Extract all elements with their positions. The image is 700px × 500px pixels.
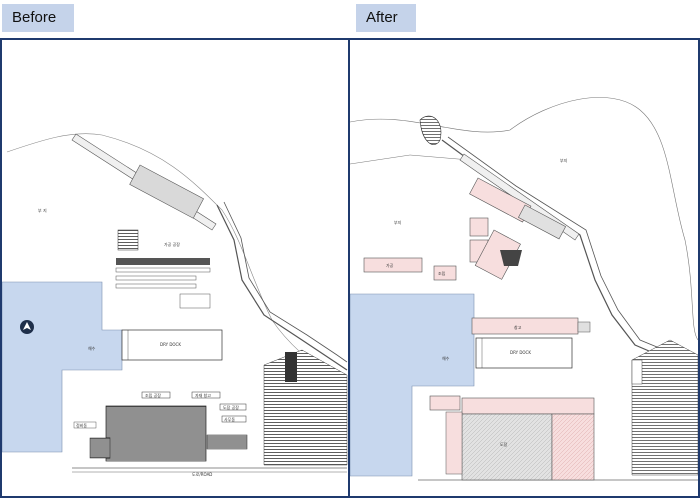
after-bldg-d-label: 도장 [500, 441, 508, 447]
after-long-hall [471, 317, 579, 335]
after-tab-label: After [356, 4, 416, 32]
before-bldg-f [73, 421, 97, 429]
compass-icon [20, 320, 34, 334]
after-site-plan: 해수 가공 조립 부지 부지 창고 DRY DOCK [350, 97, 698, 481]
before-area-label: 부 지 [38, 207, 47, 213]
before-striped-block [117, 229, 139, 251]
before-bldg-e [221, 415, 247, 423]
after-dry-dock-label: DRY DOCK [510, 350, 531, 355]
after-water-label: 해수 [442, 355, 450, 361]
before-bldg-d [219, 403, 247, 411]
before-bldg-c [191, 391, 221, 399]
before-water-label: 해수 [88, 345, 96, 351]
after-bldg-a-label: 가공 [386, 262, 394, 268]
after-area-n-label: 부지 [560, 157, 568, 163]
after-water-area [350, 293, 475, 477]
after-bldg-c-label: 창고 [514, 324, 522, 330]
after-site-plan-panel: 해수 가공 조립 부지 부지 창고 DRY DOCK [348, 38, 700, 498]
after-area-w-label: 부지 [394, 219, 402, 225]
after-rock-outcrop [419, 115, 442, 145]
after-bldg-south-small [429, 395, 461, 411]
before-east-parking [263, 349, 348, 466]
before-road-label: 도로/ROAD [192, 472, 212, 477]
after-bldg-small [433, 265, 457, 281]
before-small-bldg [179, 293, 211, 309]
after-shed-diagonal-2 [518, 204, 567, 240]
before-dry-dock-label: DRY DOCK [160, 342, 181, 347]
after-east-parking [631, 339, 698, 476]
before-bldg-b [141, 391, 171, 399]
after-bldg-west [363, 257, 423, 273]
before-tab-label: Before [2, 4, 74, 32]
before-hall-annex [206, 434, 248, 450]
before-site-boundary [6, 133, 348, 391]
before-bldg-a-label: 가공 공장 [164, 241, 180, 247]
after-south-strip [461, 397, 595, 415]
before-access-road [216, 204, 348, 371]
before-bldg-b-label: 조립 공장 [145, 392, 161, 398]
after-dry-dock [475, 337, 573, 369]
after-site-boundary [350, 97, 698, 341]
before-large-hall [105, 405, 207, 462]
before-bldg-c-label: 자재 창고 [195, 392, 211, 398]
before-bldg-f-label: 정비동 [76, 422, 87, 428]
after-crane-block [500, 250, 522, 266]
before-site-plan-panel: 해수 부 지 가공 공장 DRY DOCK 조립 공장 자재 창고 도장 공장 [0, 38, 350, 498]
before-site-plan: 해수 부 지 가공 공장 DRY DOCK 조립 공장 자재 창고 도장 공장 [2, 133, 348, 477]
before-water-area [2, 281, 123, 453]
before-rail-strip [116, 258, 210, 265]
after-bldg-b-label: 조립 [438, 270, 446, 276]
before-east-block [285, 352, 297, 382]
before-dry-dock [121, 329, 223, 361]
after-large-hall [461, 413, 553, 481]
after-large-hall-annex [551, 413, 595, 481]
before-bldg-e-label: 사무동 [224, 416, 235, 422]
before-bldg-d-label: 도장 공장 [223, 404, 239, 410]
after-bldg-pink-1 [469, 217, 489, 237]
before-shed-diagonal [129, 164, 204, 219]
